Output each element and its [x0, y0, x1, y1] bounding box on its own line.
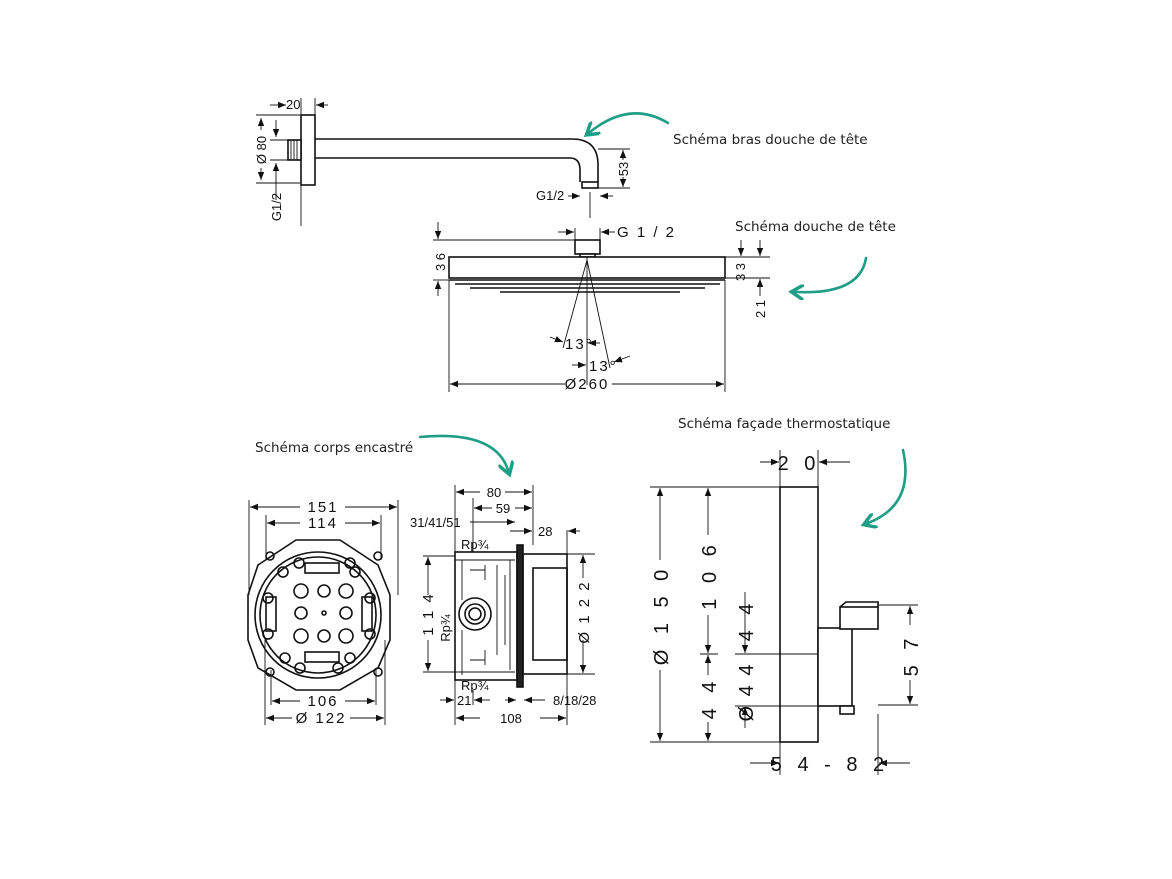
head-shower-drawing [433, 222, 770, 392]
side-depth-59-label: 59 [496, 501, 510, 516]
caption-concealed-body: Schéma corps encastré [255, 440, 413, 456]
body-front-drawing [247, 500, 399, 725]
side-depth-31-41-51-label: 31/41/51 [410, 515, 461, 530]
side-height-114-label: 1 1 4 [420, 592, 437, 635]
side-21-label: 21 [457, 693, 471, 708]
arm-pointer-arrow-icon [590, 112, 670, 132]
caption-head-shower: Schéma douche de tête [735, 219, 896, 235]
side-depth-80-label: 80 [487, 485, 501, 500]
facade-pointer-arrow-icon [868, 448, 907, 523]
head-diameter-label: Ø260 [565, 376, 610, 393]
side-rp-mid-label: Rp¾ [438, 614, 453, 642]
body-diameter-122-label: Ø 122 [296, 710, 347, 727]
side-rp-bottom-label: Rp¾ [461, 678, 489, 693]
arm-plate-diameter-label: Ø 80 [254, 136, 269, 164]
facade-range-label: 5 4 - 8 2 [771, 754, 889, 776]
side-8-18-28-label: 8/18/28 [553, 693, 596, 708]
head-angle1-label: 13° [565, 336, 594, 353]
facade-height-106-label: 1 0 6 [699, 540, 721, 609]
facade-height-57-label: 5 7 [901, 634, 923, 677]
side-rp-top-label: Rp¾ [461, 537, 489, 552]
arm-outlet-thread-label: G1/2 [536, 188, 564, 203]
facade-diameter-44-label: Ø 4 4 [736, 663, 758, 722]
facade-depth-label: 2 0 [778, 453, 821, 475]
facade-height-44-label: 4 4 [736, 599, 758, 642]
side-diameter-122-label: Ø 1 2 2 [576, 580, 593, 643]
body-pointer-arrow-icon [418, 434, 508, 470]
caption-thermostatic-facade: Schéma façade thermostatique [678, 416, 890, 432]
body-width-106-label: 106 [307, 693, 338, 710]
facade-diameter-150-label: Ø 1 5 0 [651, 565, 673, 666]
head-plate-label: 2 1 [753, 300, 768, 318]
head-height-label: 3 6 [433, 253, 448, 271]
arm-wall-thread-label: G1/2 [269, 193, 284, 221]
body-width-114-label: 114 [308, 515, 338, 532]
facade-drawing [650, 450, 918, 775]
body-side-drawing [423, 485, 595, 725]
side-108-label: 108 [500, 711, 522, 726]
head-thread-label: G 1 / 2 [617, 224, 676, 241]
side-depth-28-label: 28 [538, 524, 552, 539]
shower-arm-drawing [256, 98, 630, 226]
caption-shower-arm: Schéma bras douche de tête [673, 132, 868, 148]
arm-width-label: 20 [286, 97, 300, 112]
head-pointer-arrow-icon [796, 256, 868, 292]
head-top-label: 3 3 [733, 263, 748, 281]
head-angle2-label: 13° [589, 358, 618, 375]
arm-drop-label: 53 [616, 162, 631, 176]
facade-height-44b-label: 4 4 [699, 677, 721, 720]
body-width-151-label: 151 [307, 499, 338, 516]
